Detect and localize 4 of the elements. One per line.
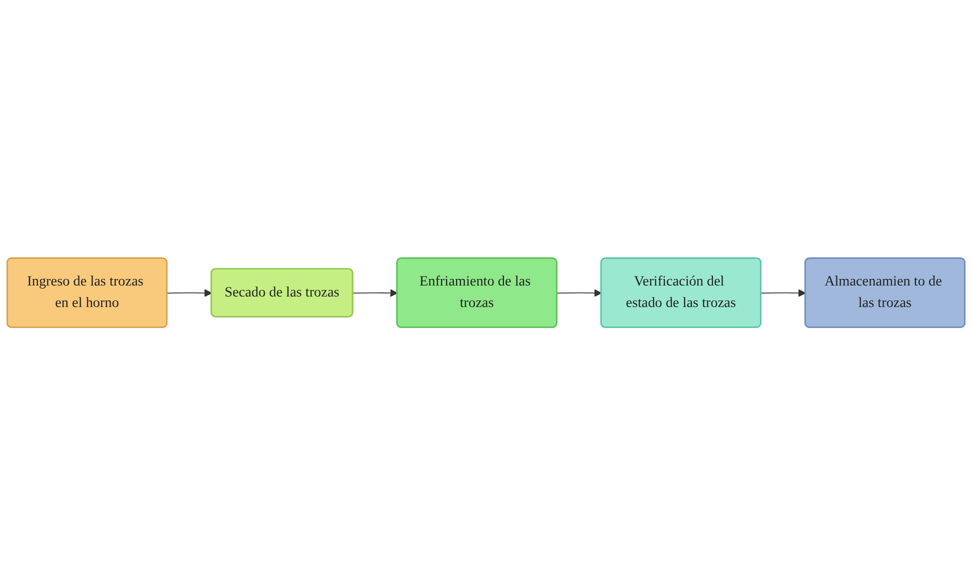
arrow: [352, 288, 398, 297]
arrow: [166, 288, 212, 297]
arrow: [556, 288, 602, 297]
arrow: [760, 288, 806, 297]
